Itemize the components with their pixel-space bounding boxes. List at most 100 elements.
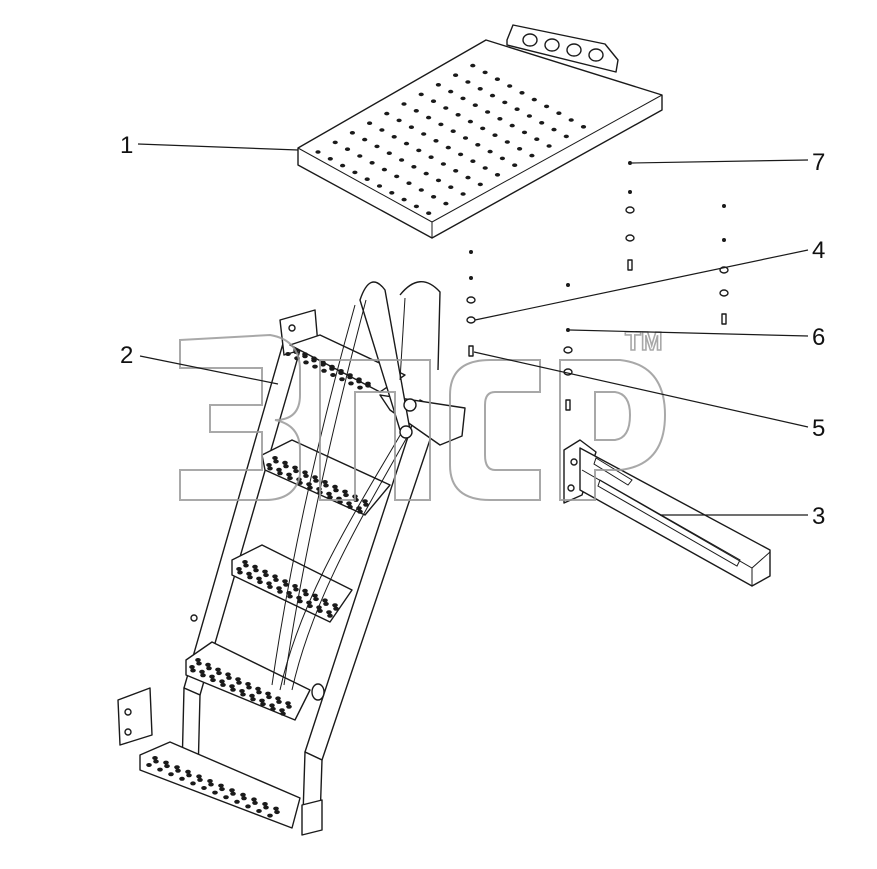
tread-hole xyxy=(276,586,282,591)
tread-hole xyxy=(363,502,369,507)
perforation-hole xyxy=(465,80,471,84)
tread-hole xyxy=(356,506,362,511)
perforation-hole xyxy=(462,136,469,140)
tread-hole xyxy=(296,595,302,600)
tread-hole xyxy=(306,482,312,487)
tread-hole xyxy=(347,375,353,380)
tread-hole xyxy=(303,473,309,478)
tread-hole xyxy=(312,364,318,369)
callout-1: 1 xyxy=(120,132,133,159)
perforation-hole xyxy=(480,126,486,131)
perforation-hole xyxy=(509,123,515,128)
tread-hole xyxy=(259,698,265,703)
tread-hole xyxy=(357,509,363,514)
tread-hole xyxy=(245,682,251,686)
perforation-hole xyxy=(472,103,478,107)
trademark-mark: TM xyxy=(625,326,663,356)
tread-hole xyxy=(229,788,235,793)
perforation-hole xyxy=(384,111,390,116)
perforation-hole xyxy=(431,195,437,199)
perforation-hole xyxy=(514,107,520,111)
tread-hole xyxy=(332,484,338,489)
tread-hole xyxy=(146,763,152,767)
tread-hole xyxy=(302,470,308,475)
callouts: 1 2 3 4 5 6 7 xyxy=(120,132,825,530)
perforation-hole xyxy=(475,143,481,147)
perforation-hole xyxy=(381,167,387,172)
tread-hole xyxy=(157,767,163,772)
tread-hole xyxy=(223,795,229,800)
perforation-hole xyxy=(453,169,459,173)
perforation-hole xyxy=(448,185,454,189)
tread-hole xyxy=(330,373,336,377)
tread-hole xyxy=(220,682,226,687)
perforation-hole xyxy=(492,133,498,137)
callout-7: 7 xyxy=(812,149,825,176)
callout-6: 6 xyxy=(812,324,825,351)
perforation-hole xyxy=(517,147,523,151)
tread-hole xyxy=(348,381,354,386)
tread-hole xyxy=(357,385,363,390)
tread-hole xyxy=(239,689,245,693)
perforation-hole xyxy=(376,184,383,188)
perforation-hole xyxy=(379,128,385,132)
perforation-hole xyxy=(529,153,535,158)
tread-hole xyxy=(236,567,242,571)
tread-hole xyxy=(313,478,319,483)
tread-hole xyxy=(286,704,292,709)
perforation-hole xyxy=(485,110,491,114)
tread-hole xyxy=(209,674,215,679)
perforation-hole xyxy=(391,135,397,139)
perforation-hole xyxy=(357,154,363,158)
tread-hole xyxy=(307,604,313,609)
tread-hole xyxy=(199,669,205,674)
tread-hole xyxy=(235,677,241,682)
tread-hole xyxy=(292,465,298,470)
tread-hole xyxy=(252,800,258,805)
perforation-hole xyxy=(443,201,449,206)
perforation-hole xyxy=(411,165,417,169)
tread-hole xyxy=(286,591,292,595)
tread-hole xyxy=(179,776,185,781)
perforation-hole xyxy=(494,77,500,81)
tread-hole xyxy=(262,802,268,806)
perforation-hole xyxy=(426,115,432,120)
tread-hole xyxy=(302,354,308,359)
tread-hole xyxy=(312,593,318,598)
tread-hole xyxy=(293,587,299,592)
perforation-hole xyxy=(423,171,429,176)
tread-hole xyxy=(212,790,218,795)
tread-hole xyxy=(257,580,263,585)
perforation-hole xyxy=(401,197,407,202)
perforation-hole xyxy=(448,89,454,94)
tread-hole xyxy=(163,760,169,765)
tread-hole xyxy=(215,667,221,672)
tread-hole xyxy=(241,796,247,801)
tread-hole xyxy=(322,480,328,484)
perforation-hole xyxy=(534,137,540,141)
tread-hole xyxy=(206,666,212,671)
tread-hole xyxy=(282,460,288,465)
tread-hole xyxy=(276,467,282,472)
perforation-hole xyxy=(396,118,402,123)
tread-hole xyxy=(327,495,333,500)
tread-hole xyxy=(269,703,275,708)
tread-hole xyxy=(333,606,339,611)
tread-hole xyxy=(342,489,348,494)
tread-hole xyxy=(285,701,291,706)
tread-hole xyxy=(190,668,196,673)
tread-hole xyxy=(201,786,207,790)
tread-hole xyxy=(266,463,272,467)
perforation-hole xyxy=(544,104,550,109)
tread-hole xyxy=(279,708,285,713)
perforation-hole xyxy=(438,122,444,127)
perforation-hole xyxy=(430,99,437,103)
perforation-hole xyxy=(408,125,414,129)
callout-2: 2 xyxy=(120,342,133,369)
tread-hole xyxy=(356,379,362,384)
perforation-hole xyxy=(435,178,442,183)
perforation-hole xyxy=(349,131,355,135)
tread-hole xyxy=(240,692,246,697)
tread-hole xyxy=(216,671,222,676)
